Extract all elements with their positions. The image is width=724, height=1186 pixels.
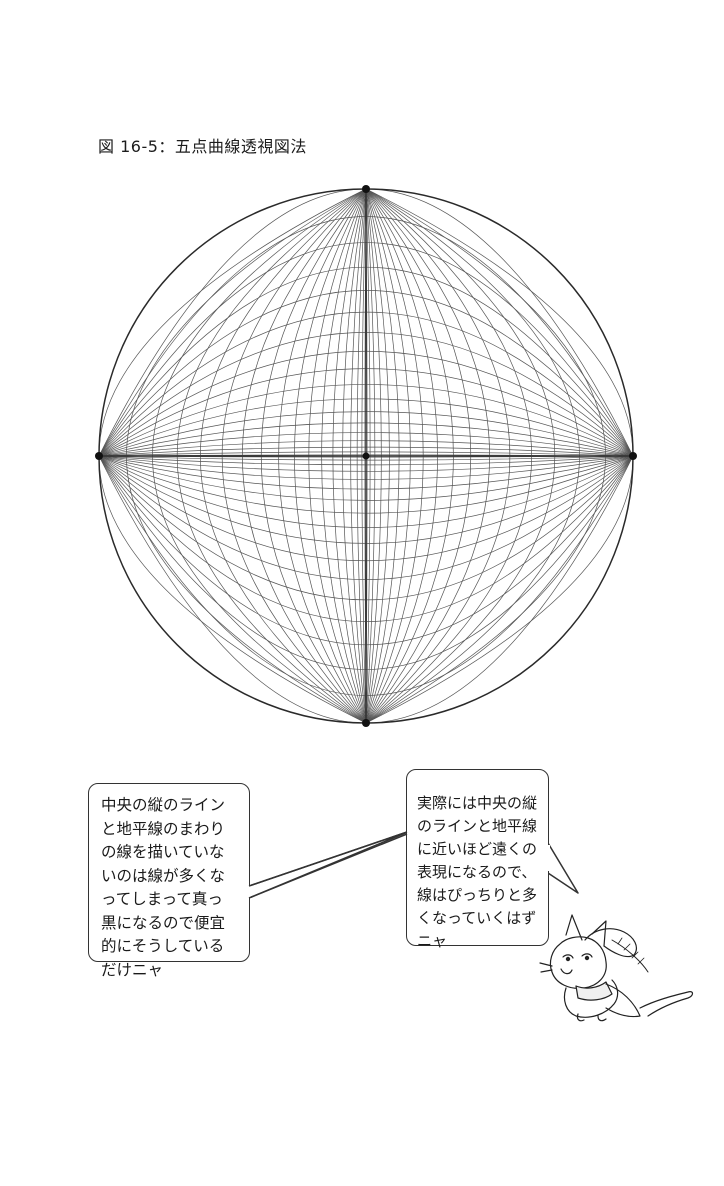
vanishing-point-center [362,452,370,460]
vanishing-point-bottom [362,719,370,727]
vanishing-point-left [95,452,103,460]
figure-title: 図 16-5：五点曲線透視図法 [98,137,307,156]
vanishing-point-top [362,185,370,193]
speech-bubble-right: 実際には中央の縦 のラインと地平線 に近いほど遠くの 表現になるので、 線はぴっ… [406,769,549,950]
vanishing-point-right [629,452,637,460]
speech-bubble-left: 中央の縦のライン と地平線のまわり の線を描いていな いのは線が多くな ってしま… [88,783,250,979]
